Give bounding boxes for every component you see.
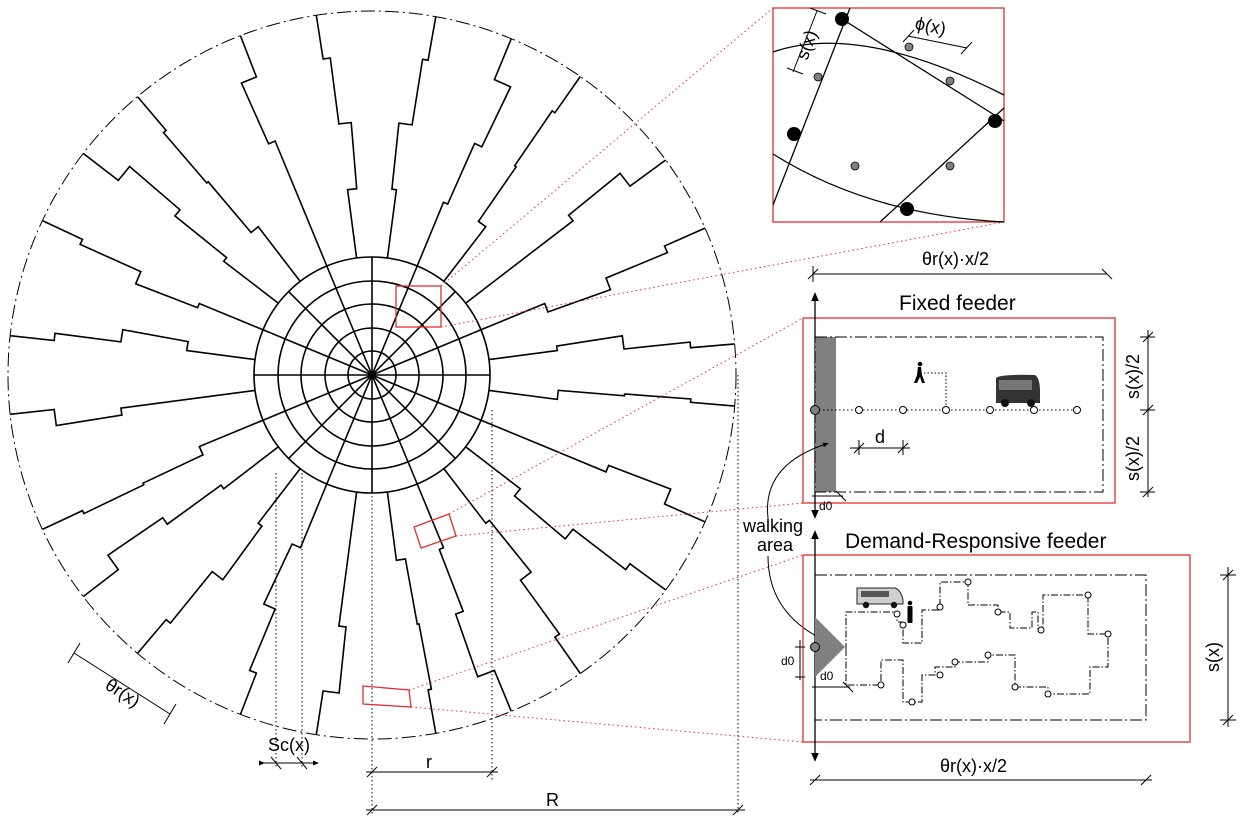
- walking-area-label-line2: area: [757, 535, 794, 555]
- pedestrian-icon: [914, 361, 925, 383]
- walking-area-annotation: walking area: [742, 442, 829, 639]
- d0-fixed-label: d0: [819, 499, 833, 513]
- walking-area-triangle: [815, 617, 845, 677]
- minibus-icon: [856, 587, 904, 609]
- theta-dimension: [67, 642, 177, 725]
- walking-area-label-line1: walking: [742, 516, 803, 536]
- drf-stops: [877, 578, 1112, 706]
- fixed-feeder-frame: [802, 317, 1116, 504]
- fixed-feeder-panel: θr(x)·x/2 Fixed feeder: [802, 249, 1155, 519]
- fixed-stops: [855, 406, 1081, 414]
- R-dimension: [366, 804, 745, 816]
- bus-icon: [996, 374, 1040, 407]
- passenger-icon: [907, 600, 913, 623]
- R-label: R: [546, 790, 559, 810]
- highlight-box-outer: [362, 685, 412, 708]
- sc-label: Sc(x): [268, 735, 310, 755]
- r-dimension: [366, 766, 498, 778]
- d-label: d: [875, 427, 885, 447]
- city-boundary: [7, 10, 737, 740]
- half-s-bottom-label: s(x)/2: [1123, 436, 1143, 481]
- highlight-box-core: [395, 285, 442, 328]
- d0-drf-horizontal-label: d0: [820, 669, 834, 683]
- r-label: r: [426, 752, 432, 772]
- drf-s-label: s(x): [1203, 642, 1223, 672]
- zoom-connectors: [408, 7, 1005, 743]
- drf-title: Demand-Responsive feeder: [845, 530, 1106, 553]
- sc-dimension: [259, 756, 319, 770]
- top-width-label: θr(x)·x/2: [922, 249, 989, 269]
- d0-drf-vertical-label: d0: [781, 654, 795, 668]
- fixed-feeder-title: Fixed feeder: [899, 292, 1016, 315]
- service-area-drf: [814, 574, 1147, 721]
- drf-frame: [802, 554, 1191, 743]
- service-area-fixed: [814, 336, 1104, 493]
- feeder-routes: [10, 15, 735, 735]
- highlight-box-middle: [413, 513, 457, 549]
- half-s-top-label: s(x)/2: [1123, 354, 1143, 399]
- drf-route: [845, 581, 1109, 703]
- bottom-width-label: θr(x)·x/2: [940, 756, 1007, 776]
- theta-label: θr(x): [102, 675, 144, 712]
- core-grid: [253, 256, 491, 494]
- drf-transfer-node: [810, 642, 820, 652]
- dotted-guides: [275, 375, 739, 815]
- trunk-transfer-node: [810, 405, 820, 415]
- walking-area-strip: [815, 337, 836, 492]
- drf-panel: Demand-Responsive feeder: [781, 530, 1236, 786]
- grid-zoom-inset: s(x) ϕ(x): [772, 7, 1005, 223]
